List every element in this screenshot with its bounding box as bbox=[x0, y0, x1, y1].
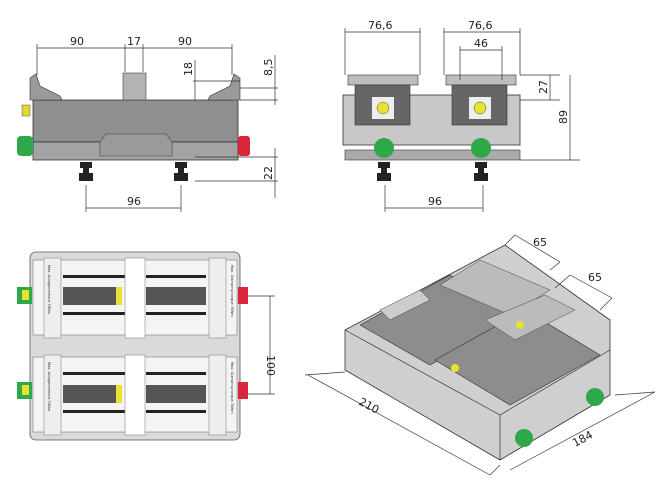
front-slot bbox=[99, 133, 173, 157]
side-right-jaw bbox=[445, 74, 517, 86]
right-torque-label-lower: Max. Clamping torque 70Nm bbox=[230, 362, 234, 414]
dim-jaw-inner: 46 bbox=[474, 37, 488, 50]
front-center-block bbox=[122, 72, 147, 101]
side-right-screw bbox=[473, 101, 487, 115]
dim-side-jaw-height: 27 bbox=[537, 80, 550, 94]
dim-right-jaw-width: 76,6 bbox=[468, 19, 493, 32]
dim-left-jaw-width: 76,6 bbox=[368, 19, 393, 32]
dim-pin-height: 22 bbox=[262, 166, 275, 180]
side-base bbox=[344, 149, 521, 161]
side-left-screw bbox=[376, 101, 390, 115]
side-view: 76,6 76,6 46 27 89 96 bbox=[342, 19, 580, 212]
yellow-knob bbox=[21, 104, 31, 117]
dim-left-width: 90 bbox=[70, 35, 84, 48]
front-left-jaw bbox=[29, 73, 63, 101]
dim-total-height: 89 bbox=[557, 110, 570, 124]
dim-vise-spacing: 100 bbox=[264, 355, 277, 376]
dim-iso-jaw-a: 65 bbox=[533, 236, 547, 249]
top-view: Max. Anlagemoment 70Nm Max. Clamping tor… bbox=[17, 251, 277, 441]
iso-green-knob-2 bbox=[515, 429, 533, 447]
side-pin-left bbox=[377, 162, 391, 181]
front-pin-right bbox=[174, 162, 188, 181]
left-torque-label-upper: Max. Anlagemoment 70Nm bbox=[47, 265, 51, 315]
dim-center-width: 17 bbox=[127, 35, 141, 48]
left-torque-label-lower: Max. Anlagemoment 70Nm bbox=[47, 362, 51, 412]
dim-jaw-height: 18 bbox=[182, 62, 195, 76]
front-pin-left bbox=[79, 162, 93, 181]
green-knob bbox=[17, 136, 33, 156]
side-left-jaw bbox=[347, 74, 419, 86]
dim-jaw-step: 8,5 bbox=[262, 59, 275, 77]
right-torque-label-upper: Max. Clamping torque 70Nm bbox=[230, 265, 234, 317]
dim-side-pin-spacing: 96 bbox=[428, 195, 442, 208]
dim-iso-jaw-b: 65 bbox=[588, 271, 602, 284]
dim-right-width: 90 bbox=[178, 35, 192, 48]
red-knob bbox=[238, 136, 250, 156]
iso-green-knob-1 bbox=[586, 388, 604, 406]
side-right-green-knob bbox=[471, 138, 491, 158]
dim-pin-spacing: 96 bbox=[127, 195, 141, 208]
front-right-jaw bbox=[207, 73, 241, 101]
side-pin-right bbox=[474, 162, 488, 181]
top-vise-lower: Max. Anlagemoment 70Nm Max. Clamping tor… bbox=[17, 354, 248, 436]
top-vise-upper: Max. Anlagemoment 70Nm Max. Clamping tor… bbox=[17, 257, 248, 339]
dim-iso-width: 184 bbox=[570, 428, 595, 449]
side-left-green-knob bbox=[374, 138, 394, 158]
front-view: 90 17 90 18 8,5 22 96 bbox=[17, 35, 278, 212]
iso-view: 65 65 210 184 bbox=[304, 234, 656, 476]
